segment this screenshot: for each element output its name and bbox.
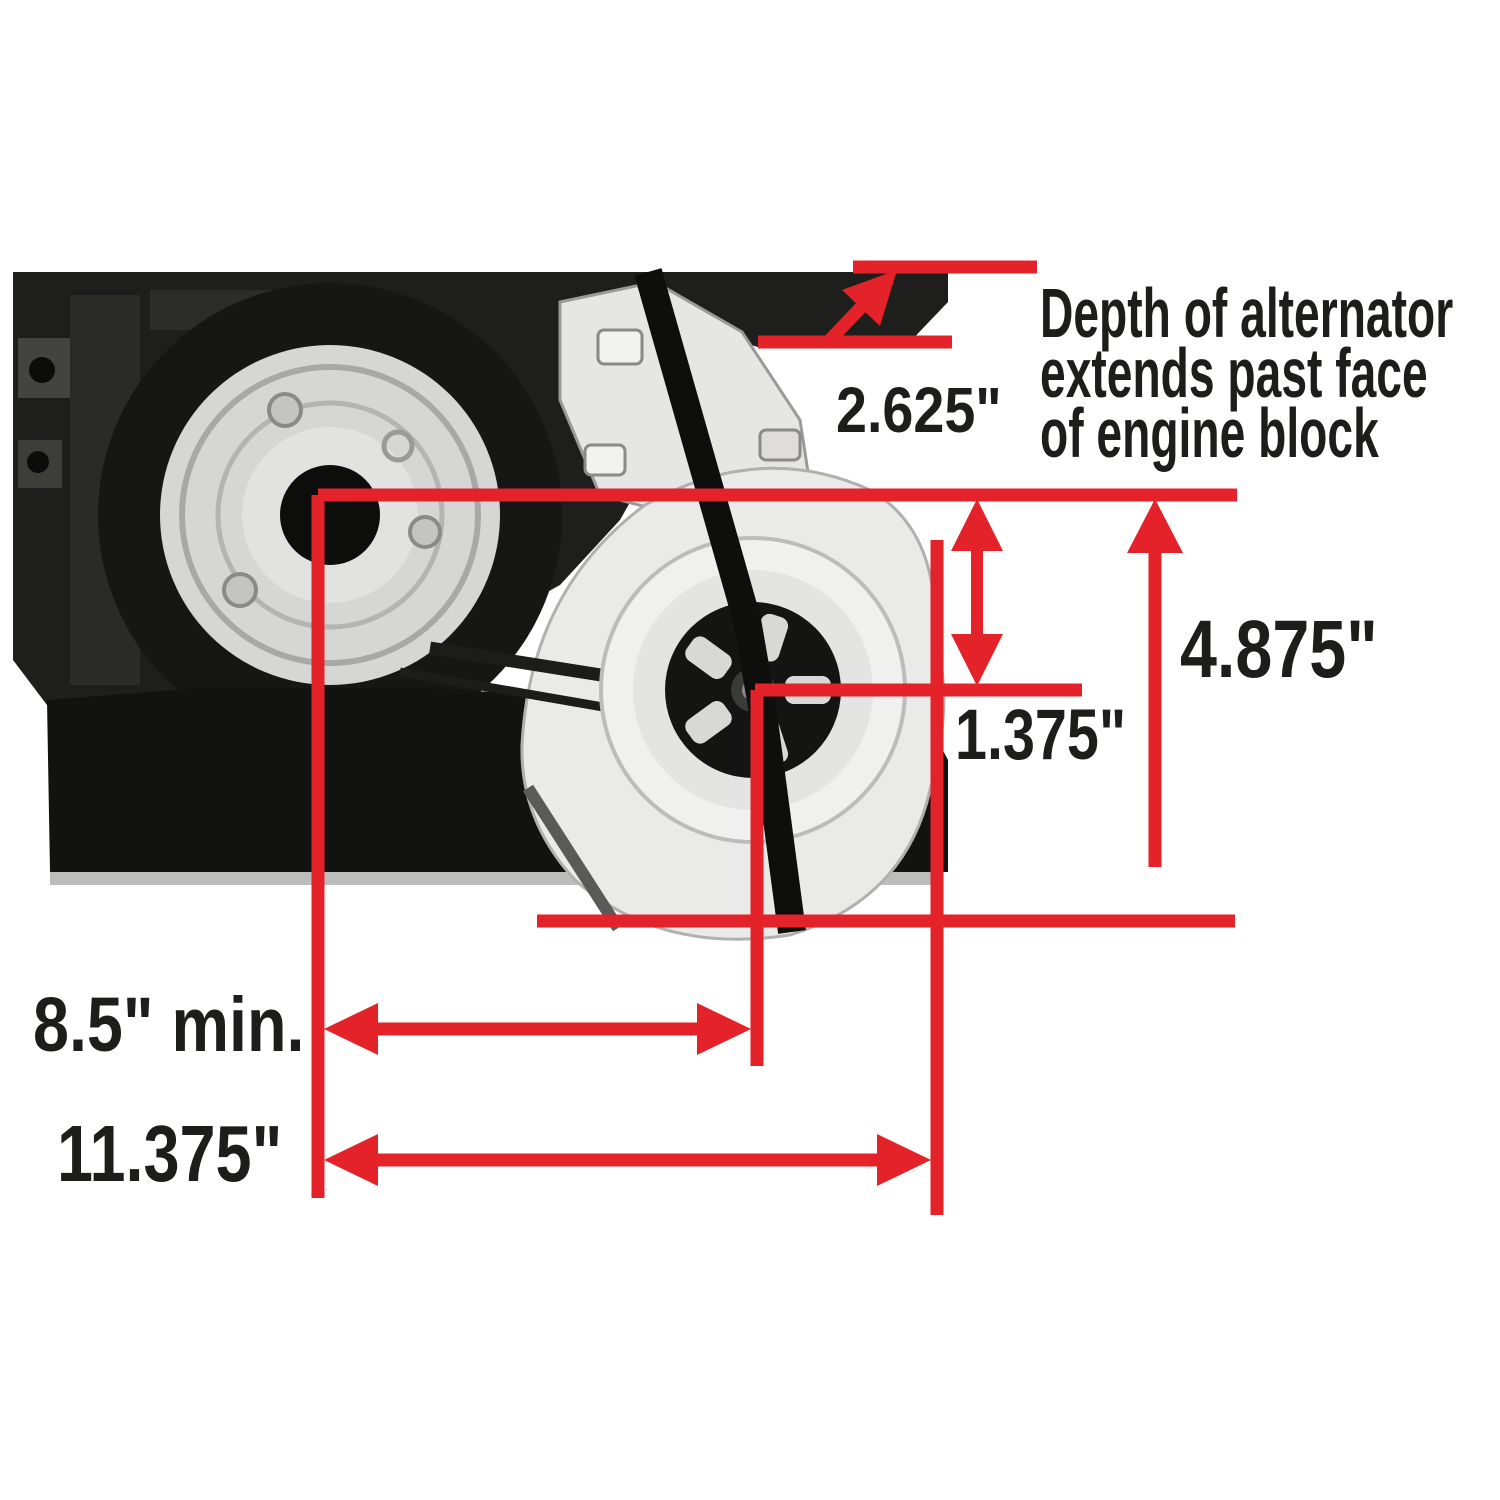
drive-belt xyxy=(634,268,806,934)
dimension-overlay xyxy=(311,260,1237,1215)
crank-bolt-icon xyxy=(267,392,303,428)
min-span-value-label: 8.5" min. xyxy=(33,983,304,1069)
engine-photo xyxy=(13,268,948,941)
depth-arrowhead-icon xyxy=(842,270,897,326)
block-bolt-icon xyxy=(29,357,55,383)
offset-value-label: 1.375" xyxy=(955,695,1126,774)
alternator-body-seam xyxy=(522,784,624,932)
min-span-arrowhead-right-icon xyxy=(697,1003,751,1055)
crank-bolt-icon xyxy=(222,572,258,608)
crank-pulley-groove xyxy=(215,400,445,630)
height-arrowhead-up-icon xyxy=(1127,499,1183,553)
dimension-labels: 2.625" Depth of alternator extends past … xyxy=(33,273,1453,1198)
total-span-arrowhead-left-icon xyxy=(324,1134,378,1186)
bracket-bolt-icon xyxy=(596,328,644,366)
total-span-value-label: 11.375" xyxy=(57,1110,282,1199)
min-span-arrowhead-left-icon xyxy=(324,1003,378,1055)
bracket-bolt-icon xyxy=(583,443,627,477)
block-bolt-icon xyxy=(27,451,49,473)
crank-pulley-groove xyxy=(179,364,481,666)
offset-arrowhead-down-icon xyxy=(951,634,1003,686)
height-value-label: 4.875" xyxy=(1180,602,1378,694)
depth-arrow-shaft xyxy=(825,297,871,345)
total-span-arrowhead-right-icon xyxy=(877,1134,931,1186)
depth-note-line-3: of engine block xyxy=(1040,393,1380,472)
offset-arrowhead-up-icon xyxy=(951,499,1003,551)
crank-bolt-icon xyxy=(408,515,442,549)
crank-keyway xyxy=(381,429,415,463)
depth-note-line-2: extends past face xyxy=(1040,333,1428,412)
depth-note-line-1: Depth of alternator xyxy=(1040,273,1453,352)
crank-center-hole xyxy=(280,465,380,565)
depth-value-label: 2.625" xyxy=(836,374,1002,445)
bracket-bolt-icon xyxy=(758,428,802,462)
